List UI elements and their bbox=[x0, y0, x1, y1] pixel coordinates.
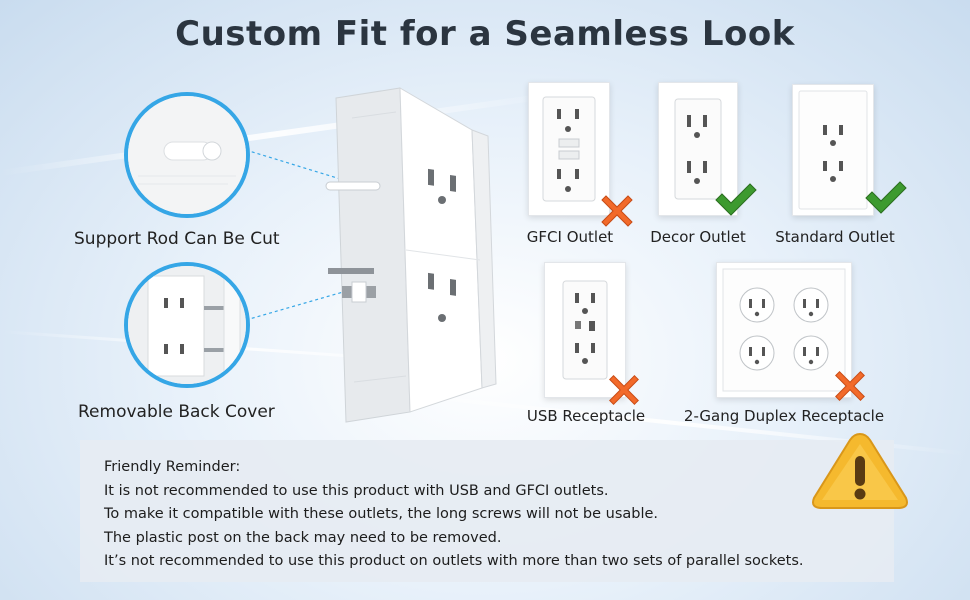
outlet-extender-product bbox=[325, 87, 497, 423]
decor-outlet-caption: Decor Outlet bbox=[650, 228, 746, 246]
decor-outlet-image bbox=[658, 82, 738, 216]
back-cover-caption: Removable Back Cover bbox=[78, 402, 275, 422]
gfci-outlet-caption: GFCI Outlet bbox=[526, 228, 614, 246]
connector-lines bbox=[245, 149, 351, 321]
usb-receptacle-caption: USB Receptacle bbox=[526, 407, 646, 425]
reminder-line: It’s not recommended to use this product… bbox=[104, 553, 804, 569]
check-icon bbox=[715, 183, 757, 216]
support-rod-detail bbox=[124, 92, 250, 218]
warning-icon bbox=[812, 432, 908, 509]
two-gang-duplex-image bbox=[716, 262, 852, 398]
two-gang-duplex-caption: 2-Gang Duplex Receptacle bbox=[683, 407, 885, 425]
standard-outlet-caption: Standard Outlet bbox=[775, 228, 895, 246]
back-cover-detail bbox=[124, 262, 250, 388]
cross-icon bbox=[835, 371, 865, 401]
usb-receptacle-image bbox=[544, 262, 626, 398]
reminder-line: It is not recommended to use this produc… bbox=[104, 482, 609, 499]
friendly-reminder-box: Friendly Reminder: It is not recommended… bbox=[80, 440, 894, 582]
cross-icon bbox=[609, 375, 639, 405]
check-icon bbox=[865, 181, 907, 214]
reminder-line: To make it compatible with these outlets… bbox=[104, 506, 659, 522]
page-title: Custom Fit for a Seamless Look bbox=[175, 14, 795, 54]
support-rod-caption: Support Rod Can Be Cut bbox=[74, 229, 280, 249]
cross-icon bbox=[601, 195, 633, 227]
standard-outlet-image bbox=[792, 84, 874, 216]
reminder-line: The plastic post on the back may need to… bbox=[104, 529, 502, 546]
reminder-heading: Friendly Reminder: bbox=[104, 459, 241, 475]
gfci-outlet-image bbox=[528, 82, 610, 216]
